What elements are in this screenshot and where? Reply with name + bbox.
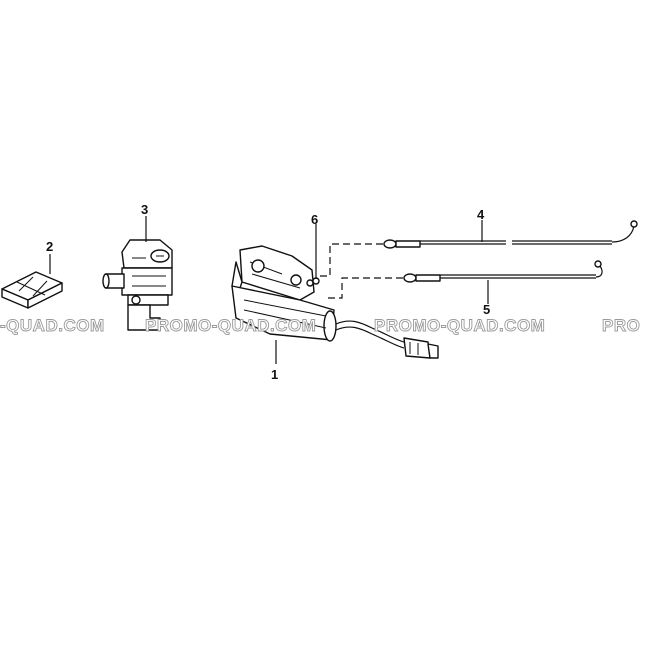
callout-6: 6 <box>311 212 318 227</box>
part-3-switch-body <box>102 239 173 331</box>
watermark-text: PROMO-QUAD.COM <box>145 316 316 335</box>
part-5-cable <box>403 260 603 283</box>
watermark-band: -QUAD.COM PROMO-QUAD.COM PROMO-QUAD.COM … <box>0 316 640 336</box>
part-1-actuator-motor <box>231 245 439 359</box>
callout-5: 5 <box>483 302 490 317</box>
assembly-dashed-lines <box>320 243 404 299</box>
callout-1: 1 <box>271 367 278 382</box>
callout-3: 3 <box>141 202 148 217</box>
watermark-text: PROMO-QUAD.COM <box>374 316 545 335</box>
watermark-text: -QUAD.COM <box>0 316 105 335</box>
callout-4: 4 <box>477 207 485 222</box>
callout-2: 2 <box>46 239 53 254</box>
part-4-cable <box>383 220 638 249</box>
part-2-connector-block <box>1 271 63 309</box>
watermark-text: PRO <box>602 316 640 335</box>
callout-leaders <box>49 216 489 364</box>
callout-numbers: 1 2 3 4 5 6 <box>46 202 490 382</box>
